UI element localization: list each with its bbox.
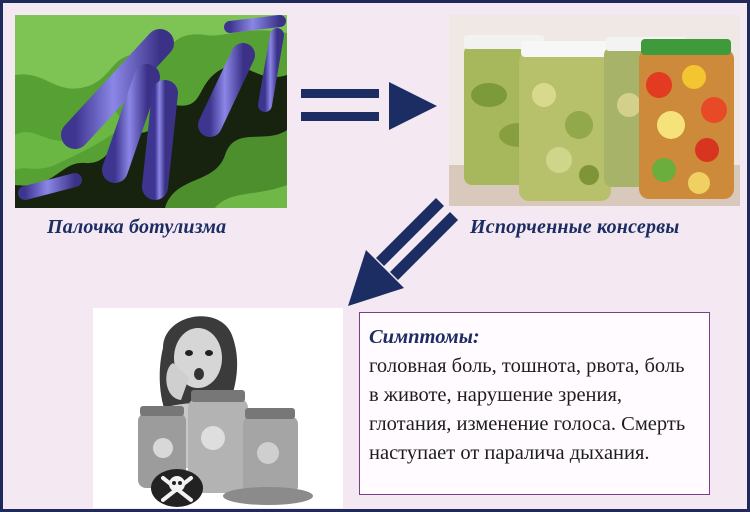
symptoms-title: Симптомы: xyxy=(369,326,480,348)
skull-crossbones-icon xyxy=(151,469,203,507)
symptoms-text: головная боль, тошнота, рвота, боль в жи… xyxy=(369,355,686,464)
equals-arrow-icon xyxy=(301,82,441,134)
bacteria-caption: Палочка ботулизма xyxy=(47,216,227,238)
symptoms-box: Симптомы: головная боль, тошнота, рвота,… xyxy=(359,312,710,495)
diagonal-arrow-icon xyxy=(348,198,460,310)
bacteria-image xyxy=(15,15,287,208)
woman-image xyxy=(93,308,343,508)
jars-caption: Испорченные консервы xyxy=(470,216,680,238)
jars-image xyxy=(449,15,740,206)
